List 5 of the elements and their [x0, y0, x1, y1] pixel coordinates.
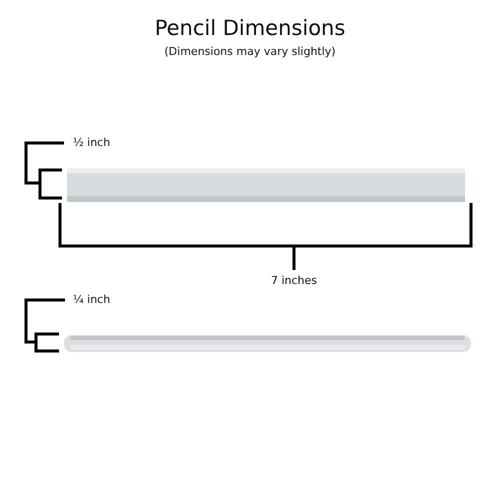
- caption: (Dimensions may vary slightly): [164, 44, 336, 59]
- dimension-label: 7 inches: [270, 274, 318, 288]
- dimension-label: ½ inch: [73, 136, 110, 150]
- dimension-label: ¼ inch: [73, 293, 110, 307]
- title: Pencil Dimensions: [154, 15, 346, 42]
